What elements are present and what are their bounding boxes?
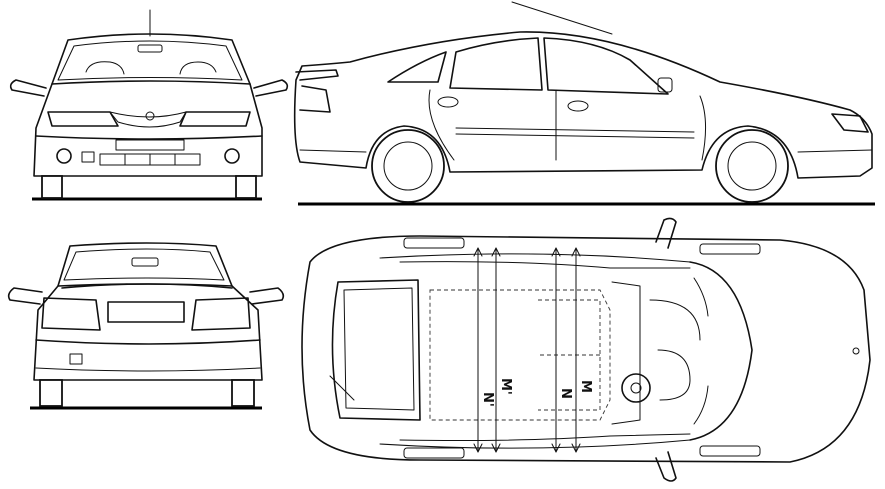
dim-label-m-prime: M' [498, 378, 513, 395]
dim-label-m: M [578, 380, 593, 393]
dim-label-n: N [558, 388, 573, 399]
side-view [293, 1, 875, 206]
top-view: N' M' N M [301, 217, 871, 482]
rear-view [7, 242, 285, 410]
dimension-arrows [473, 247, 581, 453]
front-view [9, 9, 289, 201]
dim-label-n-prime: N' [480, 392, 495, 407]
